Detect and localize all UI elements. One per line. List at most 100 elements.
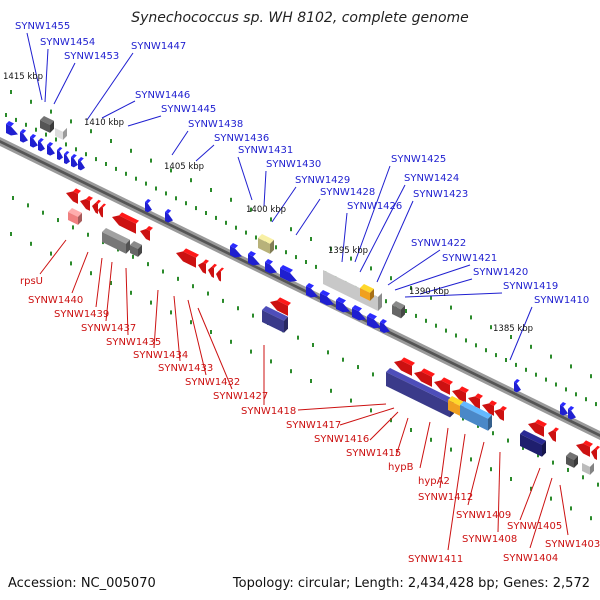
tick-dot — [75, 147, 77, 152]
gene-label: SYNW1408 — [462, 534, 517, 545]
reverse-gene-arrow-top — [594, 445, 600, 450]
tick-dot — [585, 397, 587, 402]
feature-box — [360, 288, 370, 301]
reverse-gene-arrow-top — [183, 248, 199, 258]
forward-gene-arrow-top — [352, 305, 362, 312]
tick-mark — [410, 286, 412, 290]
tick-mark — [290, 369, 292, 374]
position-label: 1400 kbp — [246, 205, 286, 215]
tick-mark — [510, 477, 512, 481]
tick-mark — [90, 271, 92, 276]
forward-gene-arrow — [320, 293, 334, 306]
gene-label: SYNW1411 — [408, 554, 463, 565]
reverse-gene-arrow-top — [459, 386, 469, 393]
reverse-gene-arrow — [434, 380, 450, 395]
forward-gene-arrow-top — [78, 157, 84, 162]
tick-dot — [522, 445, 524, 450]
forward-gene-arrow — [64, 154, 70, 165]
reverse-gene-arrow — [112, 215, 136, 234]
leader-line — [359, 184, 406, 273]
tick-dot — [5, 113, 7, 117]
feature-box-side — [574, 455, 578, 468]
tick-dot — [315, 264, 317, 269]
leader-line — [39, 239, 67, 275]
accession-text: Accession: NC_005070 — [8, 576, 156, 591]
forward-gene-arrow-top — [71, 154, 77, 159]
tick-mark — [250, 349, 252, 354]
gene-label: SYNW1434 — [133, 350, 188, 361]
leader-line — [339, 407, 395, 426]
leader-line — [171, 130, 189, 156]
tick-mark — [50, 251, 52, 256]
feature-box-top — [582, 459, 594, 467]
tick-dot — [205, 211, 207, 215]
feature-box-top — [460, 401, 492, 419]
tick-mark — [110, 281, 112, 285]
feature-box-side — [50, 120, 54, 133]
position-label: 1410 kbp — [84, 118, 124, 128]
leader-line — [26, 32, 43, 101]
leader-line — [394, 264, 471, 291]
feature-box — [392, 305, 401, 319]
tick-dot — [215, 215, 217, 220]
tick-dot — [285, 250, 287, 255]
leader-lines — [26, 32, 569, 551]
tick-dot — [357, 365, 359, 370]
forward-gene-arrow — [57, 150, 63, 161]
feature-box-top — [448, 396, 464, 406]
leader-line — [101, 100, 136, 119]
leader-line — [369, 411, 399, 441]
feature-box-top — [68, 208, 82, 217]
reverse-gene-arrow-top — [101, 203, 106, 208]
reverse-gene-arrow — [548, 430, 556, 442]
tick-mark — [350, 256, 352, 261]
reverse-gene-arrow — [482, 403, 494, 416]
tick-dot — [27, 203, 29, 208]
forward-gene-arrow-top — [380, 319, 387, 324]
feature-box-top — [102, 228, 130, 244]
gene-label: SYNW1422 — [411, 238, 466, 249]
tick-dot — [327, 350, 329, 355]
position-labels: 1415 kbp 1410 kbp 1405 kbp 1400 kbp 1395… — [3, 72, 533, 334]
tick-mark — [430, 295, 432, 300]
tick-mark — [330, 246, 332, 251]
tick-mark — [130, 148, 132, 153]
reverse-gene-arrow-top — [73, 188, 81, 194]
position-label: 1415 kbp — [3, 72, 43, 82]
leader-line — [447, 433, 466, 551]
tick-dot — [465, 338, 467, 343]
tick-dot — [582, 475, 584, 480]
features — [6, 116, 600, 475]
gene-label: SYNW1405 — [507, 521, 562, 532]
tick-mark — [330, 388, 332, 393]
feature-box-side — [270, 239, 274, 254]
gene-label: SYNW1453 — [64, 51, 119, 62]
reverse-gene-arrow-top — [146, 225, 153, 231]
tick-dot — [492, 431, 494, 436]
tick-mark — [190, 320, 192, 325]
forward-gene-arrow-top — [20, 129, 27, 134]
reverse-gene-arrow — [98, 206, 103, 218]
tick-mark — [450, 305, 452, 310]
tick-mark — [290, 227, 292, 232]
gene-label: SYNW1419 — [503, 281, 558, 292]
feature-box — [55, 128, 63, 140]
tick-mark — [230, 339, 232, 344]
tick-mark — [190, 178, 192, 183]
feature-box-side — [63, 127, 67, 140]
gene-label: SYNW1418 — [241, 406, 296, 417]
reverse-gene-arrow — [576, 443, 590, 457]
leader-line — [153, 289, 159, 349]
tick-mark — [110, 139, 112, 143]
tick-mark — [570, 506, 572, 511]
tick-dot — [162, 269, 164, 274]
forward-gene-arrow — [380, 322, 390, 333]
leader-line — [419, 421, 431, 469]
position-label: 1405 kbp — [164, 162, 204, 172]
tick-mark — [70, 119, 72, 124]
feature-box — [566, 456, 574, 468]
tick-dot — [545, 377, 547, 382]
reverse-gene-arrow — [452, 389, 466, 403]
tick-dot — [57, 218, 59, 223]
